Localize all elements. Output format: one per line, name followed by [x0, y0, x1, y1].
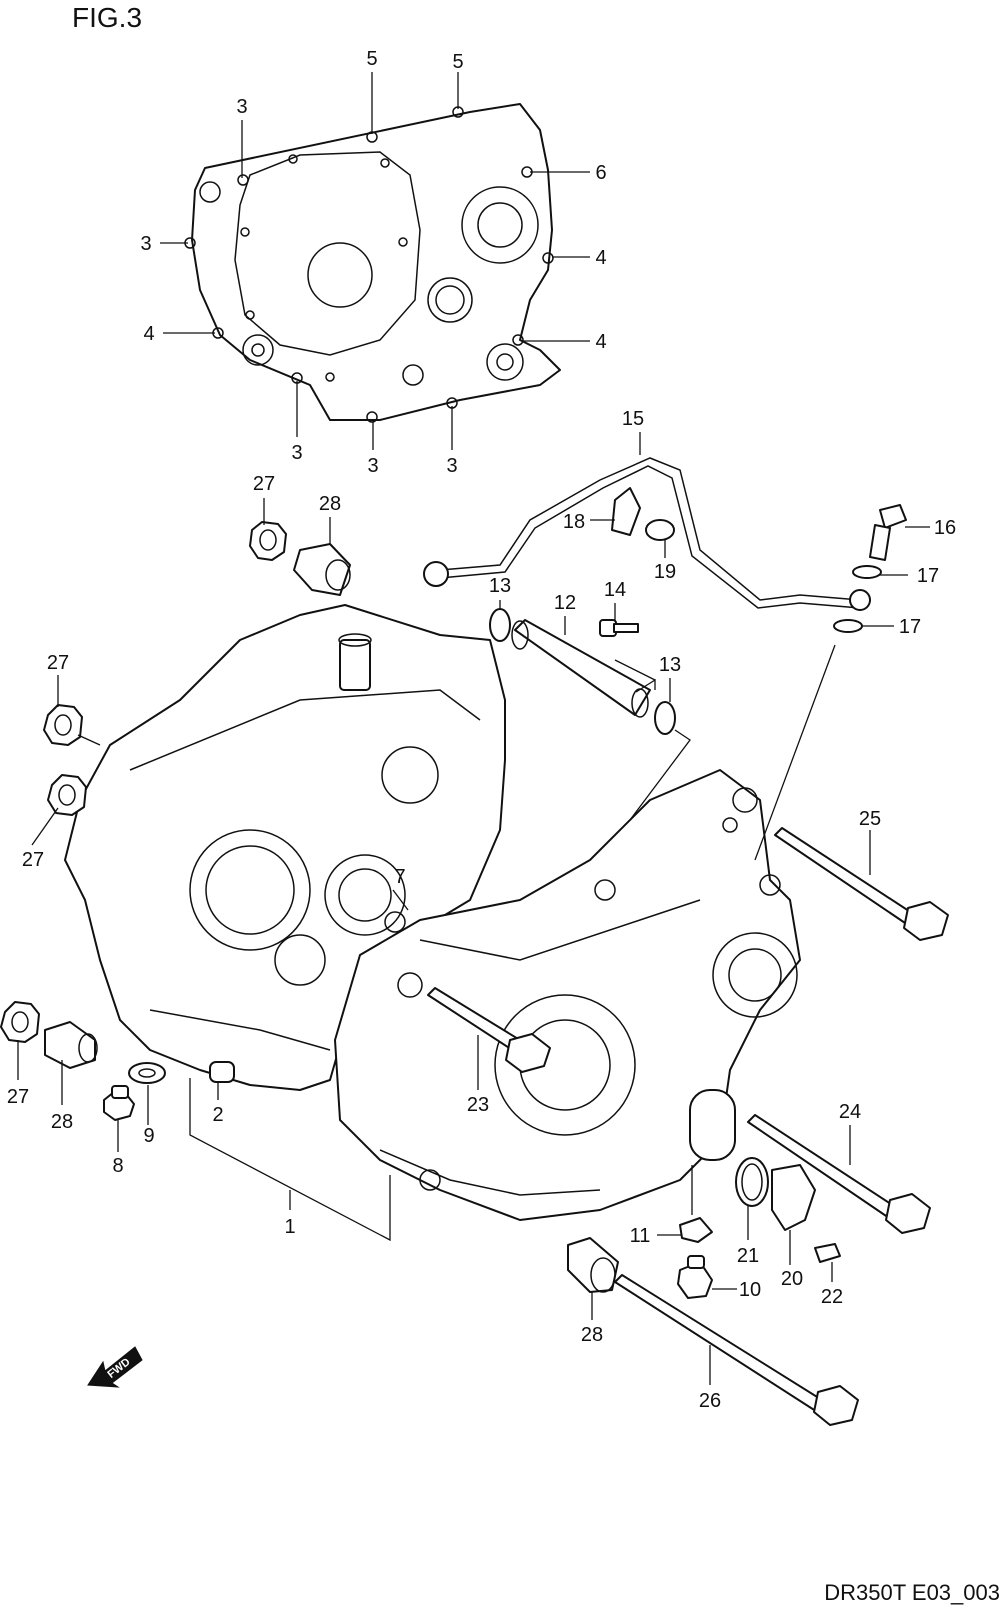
callout-8: 8 — [112, 1155, 123, 1177]
callout-27: 27 — [253, 473, 275, 495]
callout-4: 4 — [143, 323, 154, 345]
callout-20: 20 — [781, 1268, 803, 1290]
document-code: DR350T E03_003 — [824, 1580, 1000, 1605]
small-parts-drawing — [0, 457, 949, 1426]
callout-26: 26 — [699, 1390, 721, 1412]
callout-17: 17 — [899, 616, 921, 638]
callout-3: 3 — [140, 233, 151, 255]
callout-3: 3 — [367, 455, 378, 477]
callout-3: 3 — [446, 455, 457, 477]
callout-1: 1 — [284, 1216, 295, 1238]
gasket-drawing — [184, 103, 561, 423]
crankcase-drawing — [64, 604, 801, 1221]
callout-19: 19 — [654, 561, 676, 583]
callout-4: 4 — [595, 331, 606, 353]
callout-11: 11 — [630, 1225, 651, 1247]
callout-12: 12 — [554, 592, 576, 614]
callout-18: 18 — [563, 511, 585, 533]
figure-title: FIG.3 — [72, 2, 143, 33]
callout-17: 17 — [917, 565, 939, 587]
callout-10: 10 — [739, 1279, 761, 1301]
callout-14: 14 — [604, 579, 626, 601]
callout-3: 3 — [291, 442, 302, 464]
callout-6: 6 — [595, 162, 606, 184]
callout-28: 28 — [51, 1111, 73, 1133]
callout-13: 13 — [489, 575, 511, 597]
callout-27: 27 — [7, 1086, 29, 1108]
callout-27: 27 — [47, 652, 69, 674]
callout-5: 5 — [452, 51, 463, 73]
leader-lines — [17, 72, 930, 1385]
callout-21: 21 — [737, 1245, 759, 1267]
callout-25: 25 — [859, 808, 881, 830]
callout-4: 4 — [595, 247, 606, 269]
callout-5: 5 — [366, 48, 377, 70]
callout-23: 23 — [467, 1094, 489, 1116]
callout-9: 9 — [143, 1125, 154, 1147]
callout-28: 28 — [581, 1324, 603, 1346]
callout-16: 16 — [934, 517, 956, 539]
callout-3: 3 — [236, 96, 247, 118]
callout-2: 2 — [212, 1104, 223, 1126]
callout-labels: 3 5 5 6 3 4 4 4 3 3 3 15 27 28 18 19 16 … — [7, 48, 956, 1412]
fwd-arrow-icon: FWD — [87, 1346, 143, 1388]
callout-22: 22 — [821, 1286, 843, 1308]
callout-7: 7 — [394, 866, 405, 888]
callout-13: 13 — [659, 654, 681, 676]
callout-15: 15 — [622, 408, 644, 430]
callout-24: 24 — [839, 1101, 861, 1123]
callout-27: 27 — [22, 849, 44, 871]
callout-28: 28 — [319, 493, 341, 515]
